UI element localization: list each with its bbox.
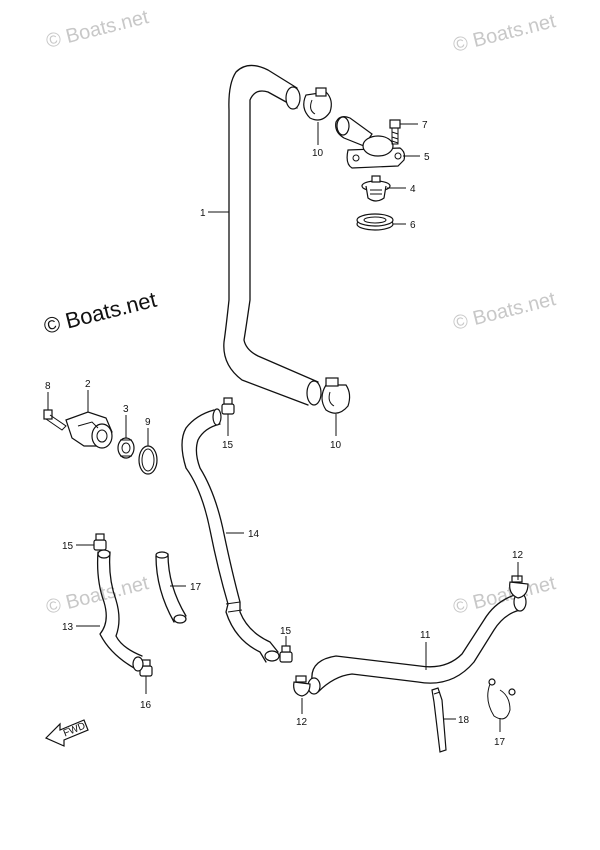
svg-text:12: 12 — [296, 717, 308, 728]
callout-10-lower: 10 — [330, 414, 342, 451]
svg-text:1: 1 — [200, 208, 206, 219]
watermark-middle-right: © Boats.net — [451, 288, 558, 335]
clamp-part-10-lower — [321, 377, 351, 414]
clamp-part-12-left — [293, 675, 311, 697]
svg-text:3: 3 — [123, 404, 129, 415]
svg-text:15: 15 — [222, 440, 234, 451]
svg-text:18: 18 — [458, 715, 470, 726]
callout-1: 1 — [200, 208, 229, 219]
clamp-part-15-left — [93, 533, 107, 551]
housing-part-2 — [65, 411, 113, 449]
svg-text:9: 9 — [145, 417, 151, 428]
svg-text:4: 4 — [410, 184, 416, 195]
svg-text:5: 5 — [424, 152, 430, 163]
callout-6: 6 — [393, 220, 416, 231]
callout-2: 2 — [85, 379, 91, 412]
callout-3: 3 — [123, 404, 129, 438]
callout-12-right: 12 — [512, 550, 524, 580]
svg-text:2: 2 — [85, 379, 91, 390]
callout-17: 17 — [170, 582, 202, 593]
callout-16: 17 — [494, 718, 506, 748]
watermark-lower-right: © Boats.net — [451, 572, 558, 619]
svg-text:10: 10 — [330, 440, 342, 451]
watermark-top-right: © Boats.net — [451, 10, 558, 57]
clamp-part-10-upper — [303, 87, 332, 121]
watermark-top-left: © Boats.net — [44, 6, 151, 53]
callout-9: 9 — [145, 417, 151, 446]
hose-part-14 — [181, 408, 280, 663]
callout-8: 8 — [45, 381, 51, 410]
svg-text:12: 12 — [512, 550, 524, 561]
clamp-part-16 — [487, 678, 516, 720]
band-part-18 — [431, 687, 447, 753]
svg-text:11: 11 — [420, 630, 431, 641]
bolt-part-8 — [43, 409, 67, 431]
watermark-middle-main: © Boats.net — [41, 287, 159, 339]
callout-5: 5 — [403, 152, 430, 163]
callout-10-upper: 10 — [312, 122, 324, 159]
hose-part-1 — [223, 64, 322, 406]
svg-text:7: 7 — [422, 120, 428, 131]
svg-text:14: 14 — [248, 529, 260, 540]
direction-label: FWD — [62, 721, 87, 740]
forward-direction-arrow: FWD — [44, 719, 89, 747]
svg-text:15: 15 — [280, 626, 292, 637]
watermark-lower-left: © Boats.net — [44, 572, 151, 619]
callout-18: 18 — [444, 715, 470, 726]
svg-text:17: 17 — [494, 737, 506, 748]
callout-15-middle: 15 — [280, 626, 292, 646]
callout-11: 11 — [420, 630, 431, 670]
hose-part-13 — [96, 549, 144, 672]
svg-text:16: 16 — [140, 700, 152, 711]
callout-15-lower: 16 — [140, 676, 152, 711]
callout-15-left: 15 — [62, 541, 94, 552]
o-ring-part-9 — [138, 445, 158, 475]
svg-text:13: 13 — [62, 622, 74, 633]
callout-4: 4 — [387, 184, 416, 195]
callout-14: 14 — [226, 529, 260, 540]
svg-text:15: 15 — [62, 541, 74, 552]
clamp-part-15-middle — [279, 645, 293, 663]
thermostat-part-4 — [361, 175, 391, 202]
callout-7: 7 — [400, 120, 428, 131]
svg-text:6: 6 — [410, 220, 416, 231]
gasket-part-6 — [356, 213, 394, 231]
thermostat-part-3 — [117, 437, 135, 459]
callout-15-upper: 15 — [222, 414, 234, 451]
bolt-part-7 — [389, 119, 401, 145]
svg-text:17: 17 — [190, 582, 202, 593]
hose-part-11 — [307, 592, 527, 695]
callout-12-left: 12 — [296, 698, 308, 728]
svg-text:8: 8 — [45, 381, 51, 392]
clamp-part-12-right — [509, 575, 529, 599]
callout-13: 13 — [62, 622, 100, 633]
svg-text:10: 10 — [312, 148, 324, 159]
clamp-part-15-upper — [221, 397, 235, 415]
thermostat-cover-part-5 — [335, 116, 406, 169]
hose-part-17 — [155, 551, 187, 624]
